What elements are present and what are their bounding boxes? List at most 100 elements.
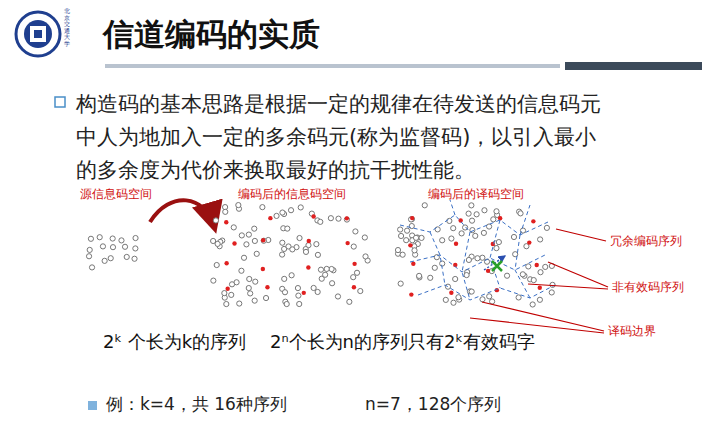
sequence-dot [511, 234, 516, 239]
mapping-arrow [150, 200, 214, 226]
sequence-dot [260, 205, 265, 210]
sequence-dot [280, 240, 285, 245]
sequence-dot [263, 295, 268, 300]
sequence-dot [543, 264, 548, 269]
sequence-dot [248, 291, 253, 296]
codeword-dot [261, 267, 265, 271]
sequence-dot [494, 246, 499, 251]
codeword-dot [486, 269, 490, 273]
sequence-note: 2ᵏ 个长为k的序列 [103, 330, 246, 354]
slide-title: 信道编码的实质 [103, 14, 320, 56]
sequence-dot [124, 254, 129, 259]
sequence-dot [481, 230, 486, 235]
codeword-dot [410, 216, 414, 220]
sequence-dot [330, 281, 335, 286]
sequence-dot [88, 236, 93, 241]
sequence-dot [362, 235, 367, 240]
sequence-dot [253, 279, 258, 284]
codeword-dot [268, 216, 272, 220]
codeword-dot [531, 219, 535, 223]
bullet-text: 构造码的基本思路是根据一定的规律在待发送的信息码元中人为地加入一定的多余码元(称… [76, 88, 616, 187]
sequence-dot [288, 208, 293, 213]
sequence-dot [324, 266, 329, 271]
sequence-dot [252, 298, 257, 303]
sequence-dot [469, 218, 474, 223]
sequence-dot [395, 247, 400, 252]
sequence-dot [449, 236, 454, 241]
sequence-dot [290, 247, 295, 252]
sequence-dot [428, 275, 433, 280]
sequence-dot [241, 255, 246, 260]
sequence-dot [538, 270, 543, 275]
callout-label: 非有效码序列 [612, 279, 684, 296]
callout-label: 译码边界 [608, 323, 656, 340]
leader-lines [470, 229, 608, 333]
sequence-dot [516, 295, 521, 300]
logo [16, 12, 60, 56]
sequence-dot [328, 216, 333, 221]
sequence-dot [231, 225, 236, 230]
sequence-dot [110, 236, 115, 241]
sequence-dot [298, 205, 303, 210]
codeword-dot [265, 285, 269, 289]
space-label: 源信息码空间 [80, 186, 152, 203]
codeword-dot [232, 241, 236, 245]
example-text: 例：k=4，共 16种序列 [106, 393, 287, 416]
sequence-dot [297, 301, 302, 306]
codeword-dot [307, 239, 311, 243]
sequence-dot [122, 244, 127, 249]
codeword-dot [302, 291, 306, 295]
codeword-dot [535, 263, 539, 267]
dot-clouds [86, 202, 555, 307]
sequence-dot [86, 254, 91, 259]
codeword-dot [345, 241, 349, 245]
sequence-dot [466, 257, 471, 262]
sequence-dot [239, 233, 244, 238]
sequence-dot [404, 228, 409, 233]
sequence-dot [538, 237, 543, 242]
space-label: 编码后的译码空间 [428, 186, 524, 203]
sequence-dot [229, 292, 234, 297]
sequence-dot [530, 302, 535, 307]
sequence-dot [303, 249, 308, 254]
codeword-dot [498, 216, 502, 220]
sequence-dot [347, 299, 352, 304]
codeword-dot [449, 291, 453, 295]
sequence-dot [284, 301, 289, 306]
sequence-dot [100, 244, 105, 249]
sequence-note: 2ⁿ个长为n的序列只有2ᵏ有效码字 [270, 330, 535, 354]
sequence-dot [464, 272, 469, 277]
sequence-dot [296, 293, 301, 298]
decode-arrow [484, 256, 505, 270]
sequence-dot [544, 225, 549, 230]
sequence-dot [447, 218, 452, 223]
sequence-dot [496, 239, 501, 244]
sequence-dot [274, 213, 279, 218]
codeword-dot [345, 216, 349, 220]
sequence-dot [440, 238, 445, 243]
codeword-dot [261, 238, 265, 242]
sequence-dot [297, 235, 302, 240]
sequence-dot [97, 235, 102, 240]
sequence-dot [261, 238, 266, 243]
sequence-dot [344, 217, 349, 222]
sequence-dot [237, 301, 242, 306]
sequence-dot [252, 238, 257, 243]
sequence-dot [323, 272, 328, 277]
codeword-dot [352, 262, 356, 266]
sequence-dot [311, 285, 316, 290]
sequence-dot [520, 272, 525, 277]
sequence-dot [295, 285, 300, 290]
sequence-dot [351, 244, 356, 249]
sequence-dot [473, 233, 478, 238]
sequence-dot [490, 299, 495, 304]
sequence-dot [336, 216, 341, 221]
sequence-dot [398, 227, 403, 232]
codeword-dot [225, 287, 229, 291]
sequence-dot [474, 212, 479, 217]
sequence-dot [223, 209, 228, 214]
sequence-dot [133, 235, 138, 240]
sequence-dot [280, 252, 285, 257]
sequence-dot [87, 247, 92, 252]
